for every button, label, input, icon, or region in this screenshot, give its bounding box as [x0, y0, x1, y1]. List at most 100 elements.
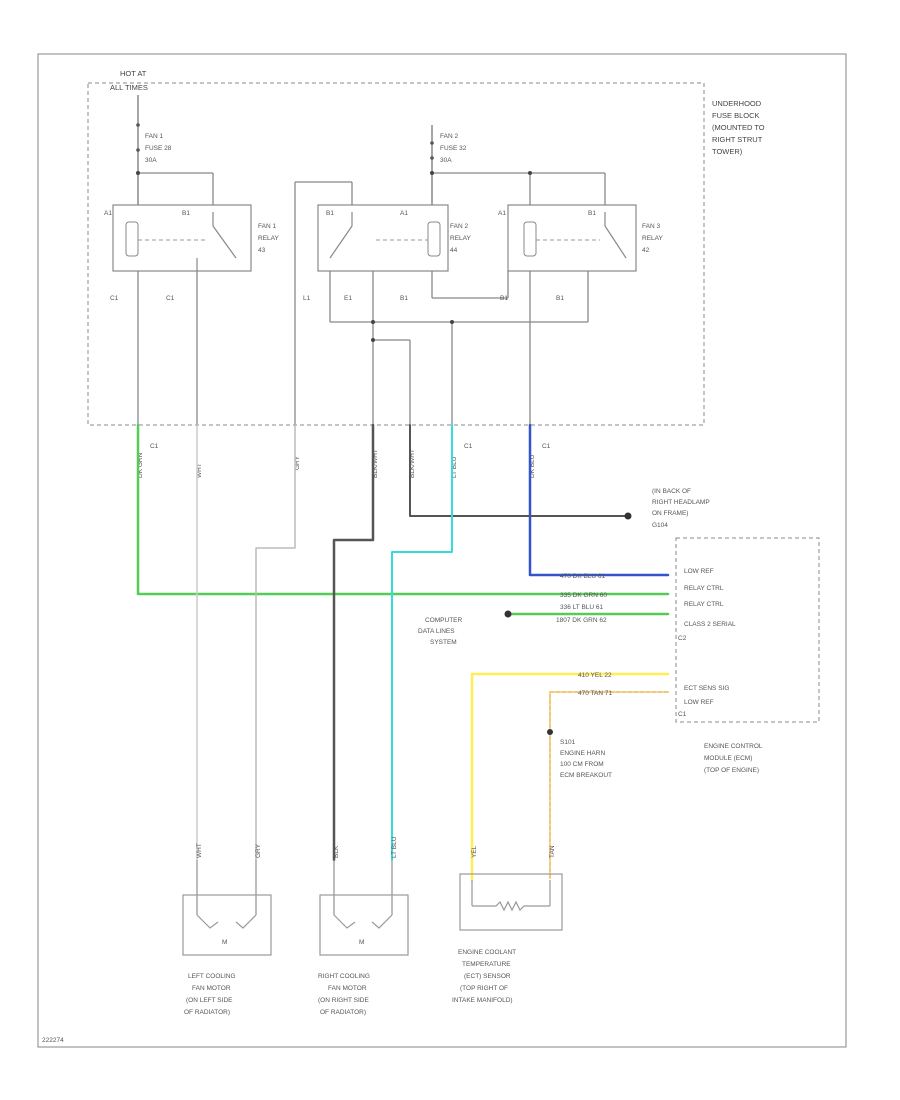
ect-sensor: YEL TAN ENGINE COOLANT TEMPERATURE (ECT)…: [452, 845, 563, 1004]
svg-text:B1: B1: [400, 295, 408, 302]
svg-text:E1: E1: [344, 295, 352, 302]
fuse-2: FAN 2 FUSE 32 30A: [430, 125, 606, 205]
splice-s101-label: S101 ENGINE HARN 100 CM FROM ECM BREAKOU…: [560, 739, 612, 779]
svg-text:HOT AT: HOT AT: [120, 69, 147, 78]
svg-text:ENGINE CONTROL: ENGINE CONTROL: [704, 743, 763, 750]
svg-text:RELAY: RELAY: [642, 235, 663, 242]
svg-text:COMPUTER: COMPUTER: [425, 617, 463, 624]
computer-data-lines-label: COMPUTER DATA LINES SYSTEM: [418, 617, 463, 646]
svg-text:YEL: YEL: [471, 845, 478, 858]
fan-2-relay: B1 A1 FAN 2 RELAY 44: [294, 181, 471, 425]
vertical-wire-labels: DK GRN WHT GRY BLK/WHT BLK/WHT LT BLU DK…: [137, 449, 536, 478]
svg-text:(MOUNTED TO: (MOUNTED TO: [712, 123, 765, 132]
svg-text:336 LT BLU 61: 336 LT BLU 61: [560, 604, 604, 611]
fan-3-relay: A1 B1 FAN 3 RELAY 42: [498, 204, 663, 272]
svg-text:C2: C2: [678, 635, 687, 642]
yellow-wire: [470, 672, 670, 882]
tan-wire: [547, 691, 669, 881]
svg-text:UNDERHOOD: UNDERHOOD: [712, 99, 762, 108]
svg-text:FUSE 28: FUSE 28: [145, 145, 172, 152]
svg-text:B1: B1: [588, 210, 596, 217]
figure-id: 222274: [42, 1037, 64, 1044]
svg-text:FAN 1: FAN 1: [258, 223, 276, 230]
svg-text:44: 44: [450, 247, 458, 254]
svg-text:43: 43: [258, 247, 266, 254]
svg-text:RIGHT HEADLAMP: RIGHT HEADLAMP: [652, 499, 710, 506]
svg-text:TAN: TAN: [549, 845, 556, 858]
svg-text:RIGHT COOLING: RIGHT COOLING: [318, 973, 370, 980]
fuse-block-box: [87, 82, 705, 426]
svg-text:FAN 2: FAN 2: [450, 223, 468, 230]
svg-text:RELAY: RELAY: [258, 235, 279, 242]
svg-text:S101: S101: [560, 739, 576, 746]
svg-text:(ON RIGHT SIDE: (ON RIGHT SIDE: [318, 997, 369, 1004]
left-cooling-fan-motor: WHT GRY M LEFT COOLING FAN MOTOR (ON LEF…: [182, 843, 272, 1016]
svg-text:C1: C1: [150, 443, 159, 450]
cyan-wire: [391, 424, 453, 861]
svg-text:C1: C1: [166, 295, 175, 302]
svg-text:M: M: [359, 939, 364, 946]
svg-text:C1: C1: [678, 711, 687, 718]
svg-text:SYSTEM: SYSTEM: [430, 639, 457, 646]
engine-control-module: LOW REF RELAY CTRL RELAY CTRL CLASS 2 SE…: [675, 537, 820, 774]
class2-serial-wire: [504, 610, 670, 618]
svg-text:FAN 3: FAN 3: [642, 223, 660, 230]
svg-text:FAN 2: FAN 2: [440, 133, 458, 140]
blue-wire: [528, 423, 670, 577]
connector-labels: C1 C1 C1: [150, 443, 551, 450]
svg-text:30A: 30A: [440, 157, 452, 164]
svg-text:LEFT COOLING: LEFT COOLING: [188, 973, 236, 980]
svg-text:B1: B1: [182, 210, 190, 217]
svg-text:M: M: [222, 939, 227, 946]
svg-text:ALL TIMES: ALL TIMES: [110, 83, 148, 92]
svg-text:100 CM FROM: 100 CM FROM: [560, 761, 604, 768]
svg-text:470 TAN 71: 470 TAN 71: [578, 690, 612, 697]
svg-text:LOW REF: LOW REF: [684, 699, 714, 706]
svg-text:A1: A1: [104, 210, 112, 217]
svg-text:42: 42: [642, 247, 650, 254]
svg-text:ENGINE HARN: ENGINE HARN: [560, 750, 605, 757]
fuse-1: FAN 1 FUSE 28 30A: [136, 95, 214, 205]
svg-text:(ECT) SENSOR: (ECT) SENSOR: [464, 973, 511, 980]
svg-text:C1: C1: [542, 443, 551, 450]
svg-text:(TOP RIGHT OF: (TOP RIGHT OF: [460, 985, 508, 992]
svg-text:(TOP OF ENGINE): (TOP OF ENGINE): [704, 767, 759, 774]
svg-text:FUSE BLOCK: FUSE BLOCK: [712, 111, 760, 120]
svg-text:G104: G104: [652, 522, 668, 529]
green-wire: [136, 423, 670, 596]
svg-text:LOW REF: LOW REF: [684, 568, 714, 575]
svg-text:RELAY CTRL: RELAY CTRL: [684, 585, 724, 592]
svg-text:DATA LINES: DATA LINES: [418, 628, 455, 635]
fan-1-relay: A1 B1 FAN 1 RELAY 43: [104, 204, 279, 272]
fuse-block-pin-labels: C1 C1 L1 E1 B1 B1 B1: [110, 295, 564, 302]
svg-text:BLK: BLK: [333, 845, 340, 858]
svg-text:TEMPERATURE: TEMPERATURE: [462, 961, 511, 968]
ground-wire: [409, 424, 632, 520]
ecm-wire-labels: 470 DK BLU 61 335 DK GRN 60 336 LT BLU 6…: [556, 573, 612, 697]
svg-text:OF RADIATOR): OF RADIATOR): [184, 1009, 230, 1016]
outer-frame: [37, 53, 847, 1048]
svg-text:CLASS 2 SERIAL: CLASS 2 SERIAL: [684, 621, 736, 628]
ground-g104-label: (IN BACK OF RIGHT HEADLAMP ON FRAME) G10…: [652, 488, 710, 529]
svg-text:BLK/WHT: BLK/WHT: [372, 449, 379, 478]
svg-text:L1: L1: [303, 295, 311, 302]
svg-text:TOWER): TOWER): [712, 147, 743, 156]
svg-text:(IN BACK OF: (IN BACK OF: [652, 488, 691, 495]
svg-text:ECM BREAKOUT: ECM BREAKOUT: [560, 772, 612, 779]
svg-text:FAN 1: FAN 1: [145, 133, 163, 140]
internal-wiring: [137, 271, 589, 425]
svg-text:INTAKE MANIFOLD): INTAKE MANIFOLD): [452, 997, 513, 1004]
svg-text:GRY: GRY: [294, 455, 301, 470]
svg-text:LT BLU: LT BLU: [451, 456, 458, 478]
svg-text:MODULE (ECM): MODULE (ECM): [704, 755, 752, 762]
hot-at-all-times-label: HOT AT ALL TIMES: [110, 69, 148, 92]
svg-text:FAN MOTOR: FAN MOTOR: [328, 985, 367, 992]
svg-text:C1: C1: [110, 295, 119, 302]
svg-text:335 DK GRN 60: 335 DK GRN 60: [560, 592, 607, 599]
svg-text:RELAY: RELAY: [450, 235, 471, 242]
right-cooling-fan-motor: BLK LT BLU M RIGHT COOLING FAN MOTOR (ON…: [318, 836, 409, 1016]
svg-text:FAN MOTOR: FAN MOTOR: [192, 985, 231, 992]
svg-text:BLK/WHT: BLK/WHT: [409, 449, 416, 478]
svg-text:LT BLU: LT BLU: [391, 836, 398, 858]
